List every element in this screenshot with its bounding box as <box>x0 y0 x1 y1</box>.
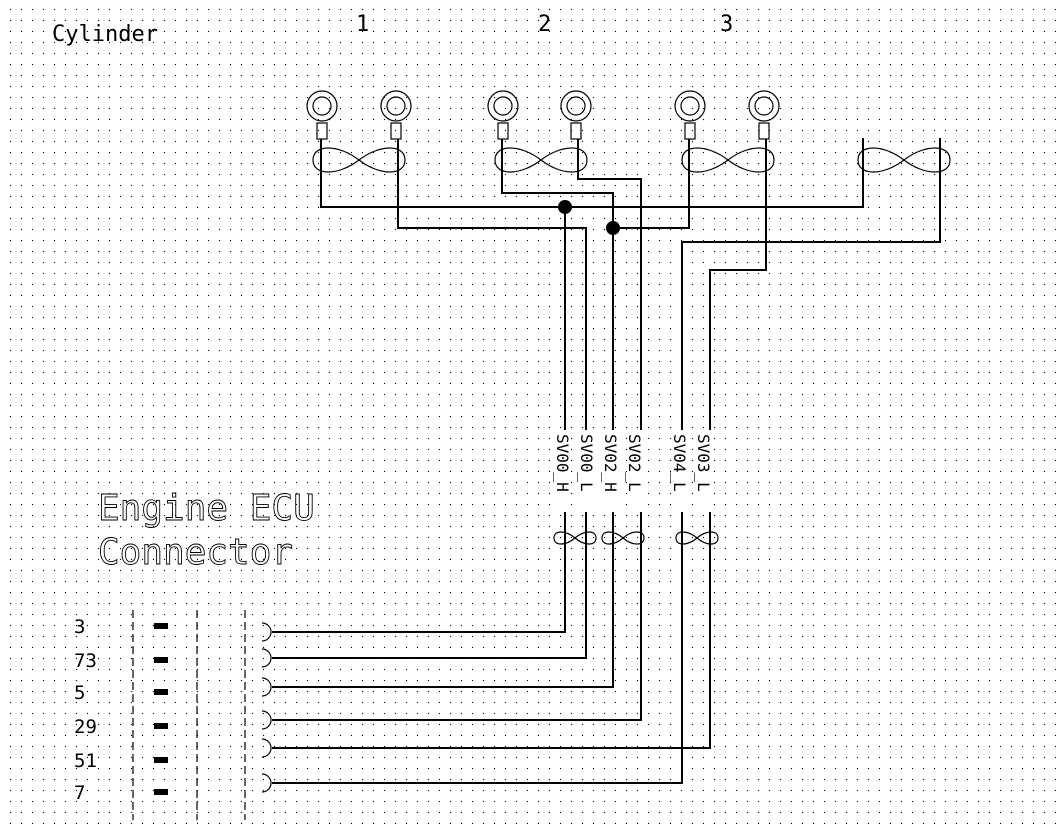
connector-socket-icon <box>261 648 272 668</box>
wire <box>272 139 767 749</box>
twisted-pair-icon <box>553 531 597 545</box>
cylinder-number-1: 1 <box>356 12 369 37</box>
twisted-pair-icon <box>601 531 645 545</box>
connector-pin-label: 73 <box>74 650 97 672</box>
connector-pin-icon <box>154 723 168 729</box>
junction-dot <box>558 200 572 214</box>
connector-pin-label: 7 <box>74 782 85 804</box>
connector-title-line2: Connector <box>98 532 293 573</box>
injector-terminal-icon <box>306 90 338 140</box>
connector-pin-label: 29 <box>74 716 97 738</box>
wire <box>272 207 566 633</box>
wire <box>272 139 642 721</box>
signal-label: SV00_H <box>553 434 572 492</box>
connector-pin-label: 5 <box>74 682 85 704</box>
twisted-pair-icon <box>312 147 406 173</box>
injector-terminal-icon <box>487 90 519 140</box>
twisted-pair-icon <box>494 147 588 173</box>
junction-dot <box>606 221 620 235</box>
cylinder-number-3: 3 <box>720 12 733 37</box>
connector-pin-icon <box>154 689 168 695</box>
connector-pin-icon <box>154 757 168 763</box>
injector-terminal-icon <box>560 90 592 140</box>
cylinder-number-2: 2 <box>538 12 551 37</box>
wire <box>320 138 864 208</box>
connector-socket-icon <box>261 710 272 730</box>
twisted-pair-icon <box>675 531 719 545</box>
injector-terminal-icon <box>674 90 706 140</box>
connector-title-line1: Engine ECU <box>98 488 315 529</box>
connector-socket-icon <box>261 622 272 642</box>
connector-socket-icon <box>261 677 272 697</box>
signal-label: SV03_L <box>694 434 713 492</box>
signal-label: SV00_L <box>577 434 596 492</box>
wire <box>272 138 941 784</box>
connector-pin-icon <box>154 623 168 629</box>
wire <box>272 139 614 688</box>
connector-socket-icon <box>261 773 272 793</box>
signal-label: SV04_L <box>670 434 689 492</box>
wire <box>613 139 690 229</box>
connector-pin-label: 3 <box>74 616 85 638</box>
signal-label: SV02_L <box>625 434 644 492</box>
injector-terminal-icon <box>748 90 780 140</box>
connector-pin-label: 51 <box>74 750 97 772</box>
injector-terminal-icon <box>380 90 412 140</box>
twisted-pair-icon <box>857 147 951 173</box>
connector-socket-icon <box>261 738 272 758</box>
connector-pin-icon <box>154 789 168 795</box>
wire <box>272 139 587 659</box>
cylinder-header-label: Cylinder <box>52 22 158 47</box>
signal-label: SV02_H <box>601 434 620 492</box>
twisted-pair-icon <box>681 147 775 173</box>
connector-pin-icon <box>154 657 168 663</box>
